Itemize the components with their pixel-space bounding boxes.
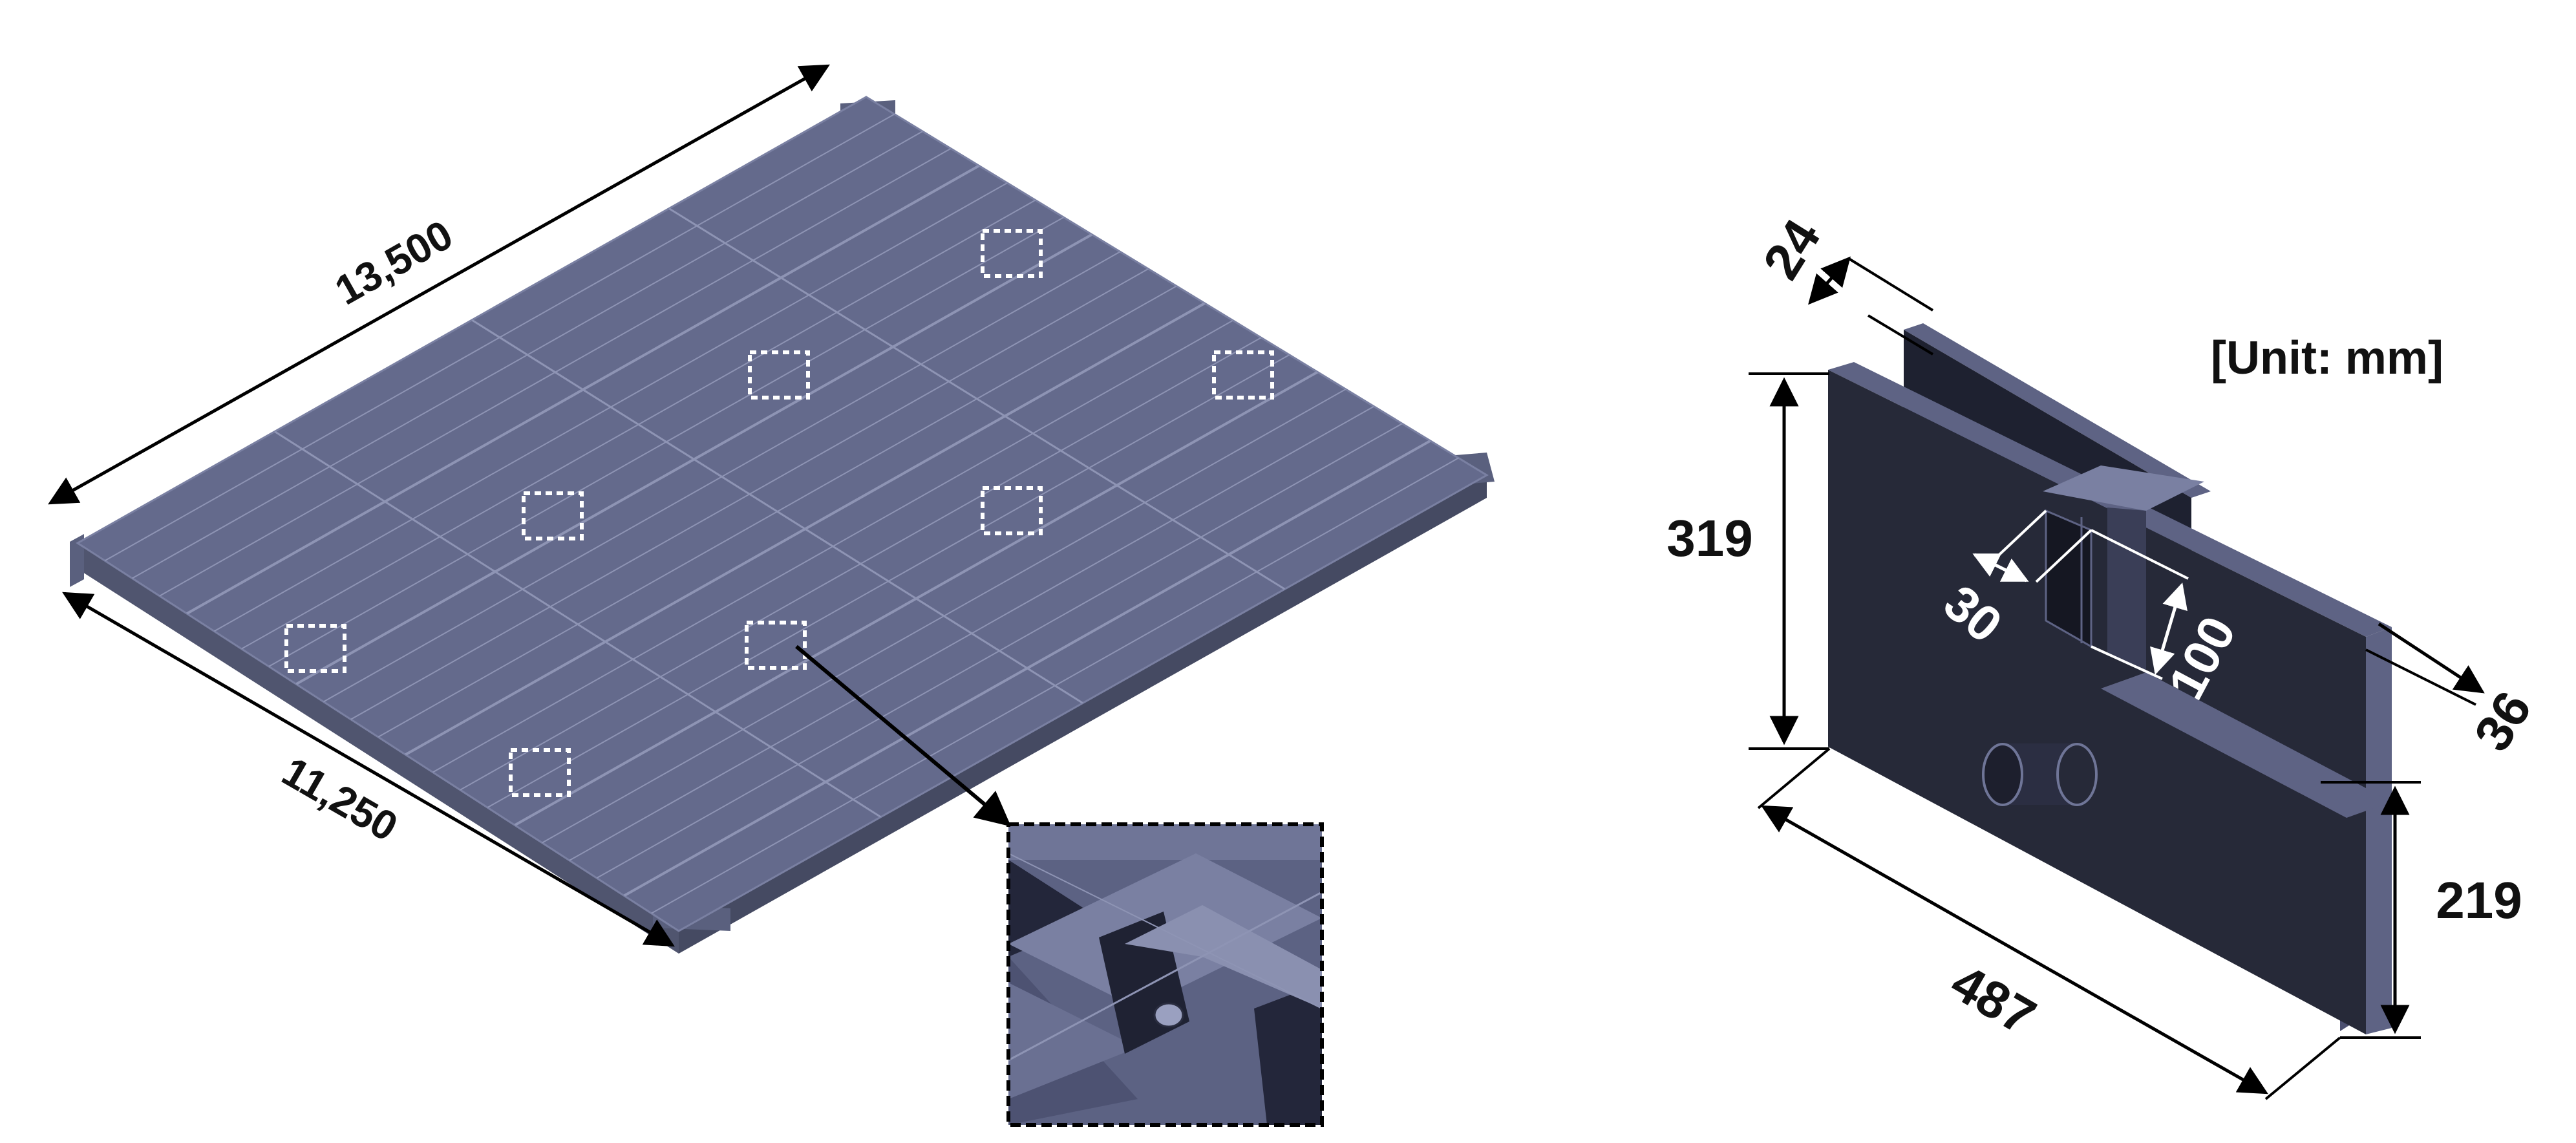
deck-detail-marker bbox=[981, 486, 1043, 535]
deck-length-dimension-line bbox=[48, 64, 830, 505]
bracket-right-thickness-label: 36 bbox=[2463, 681, 2542, 761]
detail-leader-line bbox=[795, 645, 1012, 827]
deck-detail-marker bbox=[745, 621, 807, 670]
deck-right-side bbox=[679, 475, 1487, 954]
bracket-height-label: 319 bbox=[1666, 509, 1752, 567]
bracket-right-thickness-dimension-line bbox=[2378, 622, 2485, 694]
bracket-back-plate-top bbox=[1904, 323, 2211, 498]
deck-length-label: 13,500 bbox=[327, 211, 460, 314]
deck-detail-marker bbox=[1212, 350, 1274, 400]
deck-detail-marker bbox=[981, 229, 1043, 278]
detail-inset-frame bbox=[1006, 822, 1324, 1127]
bracket-length-dimension-line bbox=[1761, 805, 2268, 1095]
bracket-slot-width-dimension-line bbox=[1972, 553, 2029, 582]
bracket-center-rib-top bbox=[2043, 465, 2204, 511]
bracket-thickness-label: 24 bbox=[1752, 209, 1831, 289]
deck-detail-marker bbox=[522, 491, 584, 540]
bracket-model bbox=[1828, 323, 2392, 1034]
detail-inset bbox=[1006, 822, 1324, 1127]
bracket-mid-rib bbox=[2101, 672, 2392, 818]
deck-width-dimension-line bbox=[62, 592, 675, 947]
bracket-center-rib-side bbox=[2107, 507, 2146, 672]
bracket-thickness-dimension-line bbox=[1808, 256, 1851, 305]
bracket-length-label: 487 bbox=[1942, 953, 2045, 1046]
bracket-right-height-label: 219 bbox=[2436, 871, 2522, 929]
deck-end-beam-left bbox=[70, 534, 84, 587]
bracket-front-plate-edge bbox=[2366, 627, 2392, 1034]
bracket-slot-height-dimension-line bbox=[2150, 582, 2187, 675]
unit-label: [Unit: mm] bbox=[2211, 332, 2443, 384]
bracket-pin bbox=[1982, 743, 2098, 806]
